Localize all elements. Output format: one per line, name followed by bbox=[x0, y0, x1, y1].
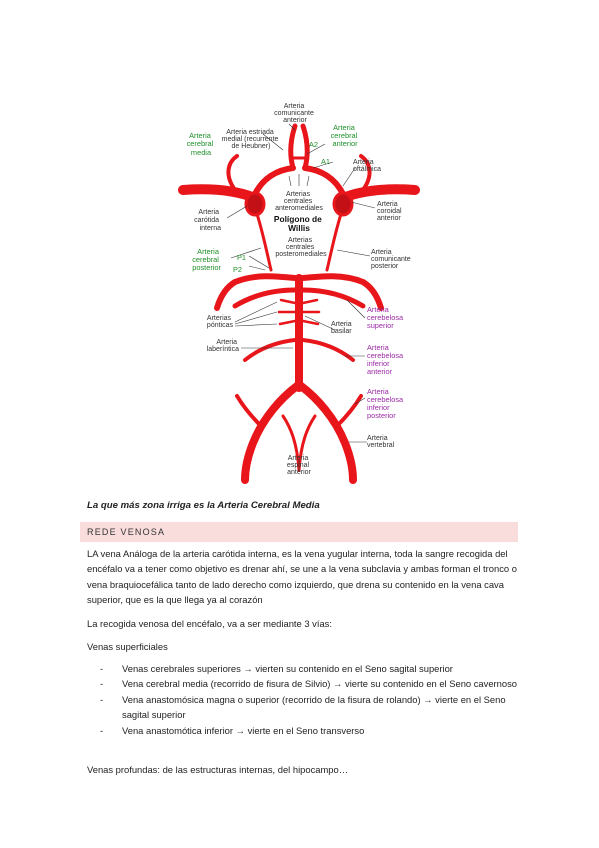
vertebral-artery-left bbox=[241, 382, 301, 484]
superior-cerebellar-right bbox=[300, 287, 366, 309]
figure-caption: La que más zona irriga es la Arteria Cer… bbox=[87, 500, 320, 511]
anterior-cerebral-artery-right bbox=[300, 123, 310, 171]
list-item: -Vena anastomósica magna o superior (rec… bbox=[100, 693, 506, 721]
section-heading-bar: REDE VENOSA bbox=[80, 522, 518, 542]
label-cerebelosa-inferior-anterior: Arteria cerebelosa inferior anterior bbox=[367, 343, 405, 376]
circle-of-willis-diagram: Arteria comunicante anterior Arteria cer… bbox=[178, 103, 420, 484]
label-centrales-anteromediales: Arterias centrales anteromediales bbox=[275, 191, 323, 212]
anterior-cerebral-artery-left bbox=[288, 123, 298, 171]
label-cerebral-anterior: Arteria cerebral anterior bbox=[331, 123, 360, 148]
label-p1: P1 bbox=[237, 253, 246, 262]
subheading-superficiales: Venas superficiales bbox=[87, 641, 168, 652]
middle-cerebral-artery-left bbox=[178, 184, 260, 203]
label-oftalmica: Arteria oftálmica bbox=[353, 159, 381, 173]
list-item: -Vena cerebral media (recorrido de fisur… bbox=[100, 678, 518, 690]
artery-network bbox=[178, 123, 420, 484]
posterior-communicating-left bbox=[255, 212, 273, 272]
a1-left bbox=[252, 165, 296, 197]
internal-carotid-right bbox=[332, 191, 354, 217]
aica-right bbox=[301, 338, 355, 362]
pica-left bbox=[235, 394, 263, 428]
label-cerebelosa-inferior-posterior: Arteria cerebelosa inferior posterior bbox=[367, 387, 405, 420]
label-espinal-anterior: Arteria espinal anterior bbox=[287, 455, 312, 476]
label-comunicante-anterior: Arteria comunicante anterior bbox=[274, 103, 316, 124]
label-poligono-willis: Polígono de Willis bbox=[274, 214, 324, 233]
label-cerebelosa-superior: Arteria cerebelosa superior bbox=[367, 305, 405, 330]
paragraph-profundas: Venas profundas: de las estructuras inte… bbox=[87, 764, 349, 775]
label-estriada-medial: Arteria estriada medial (recurrente de H… bbox=[222, 129, 281, 150]
posterior-cerebral-artery-right bbox=[300, 273, 384, 311]
middle-cerebral-artery-right bbox=[338, 184, 420, 203]
label-coroidal-anterior: Arteria coroidal anterior bbox=[377, 201, 403, 222]
posterior-communicating-right bbox=[325, 212, 343, 272]
list-item: -Vena anastomótica inferior → vierte en … bbox=[100, 724, 365, 736]
aica-left bbox=[243, 338, 297, 362]
label-pontinas: Arterias pónticas bbox=[207, 315, 234, 329]
label-p2: P2 bbox=[233, 265, 242, 274]
superior-cerebellar-left bbox=[232, 287, 298, 309]
paragraph-recogida: La recogida venosa del encéfalo, va a se… bbox=[87, 618, 332, 629]
label-a2: A2 bbox=[309, 140, 318, 149]
section-title: REDE VENOSA bbox=[87, 527, 166, 537]
label-basilar: Arteria basilar bbox=[331, 321, 354, 335]
internal-carotid-left bbox=[244, 191, 266, 217]
paragraph-yugular: LA vena Análoga de la arteria carótida i… bbox=[87, 548, 517, 606]
leader-lines bbox=[226, 123, 376, 470]
label-vertebral: Arteria vertebral bbox=[367, 435, 395, 449]
label-cerebral-media: Arteria cerebral media bbox=[187, 131, 216, 157]
label-laberintica: Arteria laberíntica bbox=[207, 339, 239, 353]
label-a1: A1 bbox=[321, 157, 330, 166]
list-item: -Venas cerebrales superiores → vierten s… bbox=[100, 663, 453, 674]
veins-list: -Venas cerebrales superiores → vierten s… bbox=[100, 661, 518, 738]
label-comunicante-posterior: Arteria comunicante posterior bbox=[371, 249, 413, 270]
posterior-cerebral-artery-left bbox=[214, 273, 298, 311]
label-carotida-interna: Arteria carótida interna bbox=[194, 209, 221, 232]
label-centrales-posteromediales: Arterias centrales posteromediales bbox=[275, 237, 327, 258]
pica-right bbox=[335, 394, 363, 428]
label-cerebral-posterior: Arteria cerebral posterior bbox=[192, 247, 221, 272]
vertebral-artery-right bbox=[297, 382, 357, 484]
a1-right bbox=[302, 165, 346, 197]
